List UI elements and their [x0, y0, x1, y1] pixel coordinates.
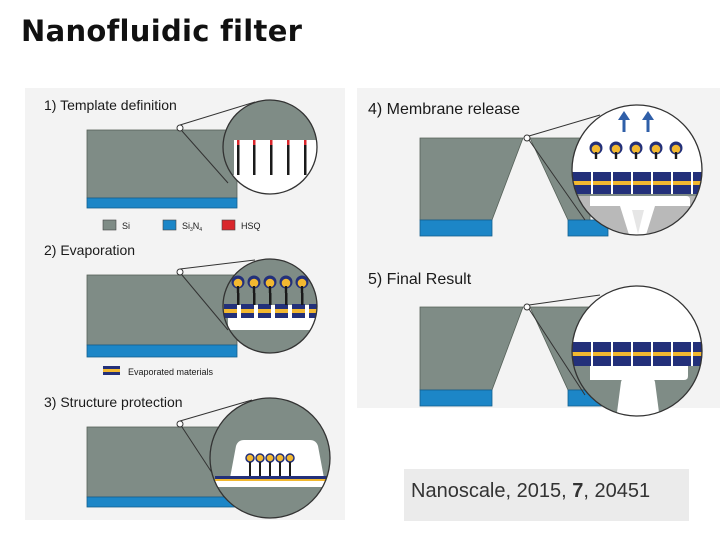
step-5-final-result: 5) Final Result — [368, 271, 703, 417]
step-5-label: 5) Final Result — [368, 271, 472, 288]
zoom-view-1 — [223, 100, 317, 194]
zoom-view-4 — [572, 105, 702, 235]
legend-swatch-hsq — [221, 219, 236, 231]
step-4-membrane-release: 4) Membrane release — [368, 101, 703, 237]
legend-label-si3n4: Si3N4 — [182, 221, 202, 233]
step-3-structure-protection: 3) Structure protection — [44, 394, 331, 519]
si3n4-layer — [86, 197, 238, 209]
legend-swatch-si — [102, 219, 117, 231]
legend-label-evaporated: Evaporated materials — [128, 367, 214, 377]
step-3-label: 3) Structure protection — [44, 394, 183, 410]
citation-pages: , 20451 — [583, 480, 651, 502]
material-legend: Si Si3N4 HSQ — [102, 219, 261, 233]
zoom-view-3 — [210, 398, 330, 518]
step-2-evaporation: 2) Evaporation — [44, 242, 318, 377]
step-2-label: 2) Evaporation — [44, 242, 135, 258]
step-1-template-definition: 1) Template definition Si Si3N4 — [44, 97, 318, 233]
step-4-label: 4) Membrane release — [368, 101, 520, 118]
citation-box — [404, 469, 689, 521]
zoom-view-2 — [223, 259, 317, 353]
si-substrate — [86, 129, 238, 199]
legend-label-hsq: HSQ — [241, 221, 261, 231]
zoom-point — [176, 124, 184, 132]
citation: Nanoscale, 2015, 7, 20451 — [411, 480, 650, 503]
citation-journal: Nanoscale, 2015, — [411, 480, 573, 502]
legend-swatch-si3n4 — [162, 219, 177, 231]
slide-title: Nanofluidic filter — [21, 14, 303, 48]
step-1-label: 1) Template definition — [44, 97, 177, 113]
legend-label-si: Si — [122, 221, 130, 231]
citation-volume: 7 — [572, 480, 584, 502]
evaporated-legend: Evaporated materials — [103, 366, 214, 377]
